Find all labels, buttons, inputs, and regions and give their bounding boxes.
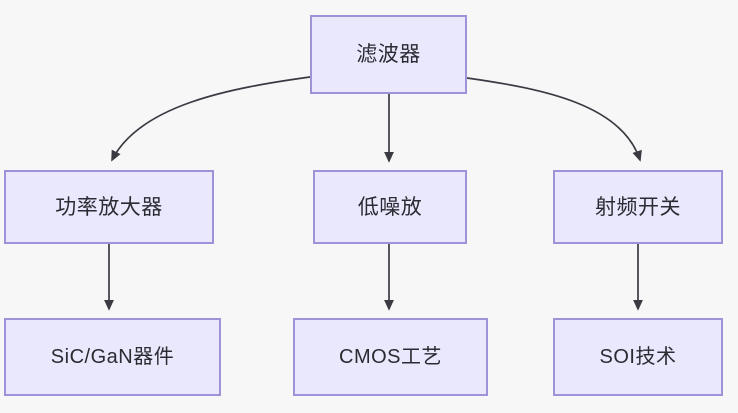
node-filter-label: 滤波器 [356,43,421,66]
node-low-noise-amplifier[interactable]: 低噪放 [313,170,467,244]
node-rf-switch[interactable]: 射频开关 [553,170,723,244]
node-low-noise-amplifier-label: 低噪放 [357,195,423,219]
node-soi-technology[interactable]: SOI技术 [553,318,723,396]
node-cmos-process[interactable]: CMOS工艺 [293,318,488,396]
edge-filter-to-pa [111,76,311,162]
node-cmos-process-label: CMOS工艺 [339,346,442,368]
node-sic-gan-device-label: SiC/GaN器件 [50,346,175,368]
node-power-amplifier-label: 功率放大器 [55,195,163,219]
node-rf-switch-label: 射频开关 [595,195,681,219]
node-soi-technology-label: SOI技术 [599,346,677,368]
edge-filter-to-rfsw [466,77,642,162]
node-filter[interactable]: 滤波器 [310,15,467,94]
node-power-amplifier[interactable]: 功率放大器 [4,170,214,244]
node-sic-gan-device[interactable]: SiC/GaN器件 [4,318,221,396]
